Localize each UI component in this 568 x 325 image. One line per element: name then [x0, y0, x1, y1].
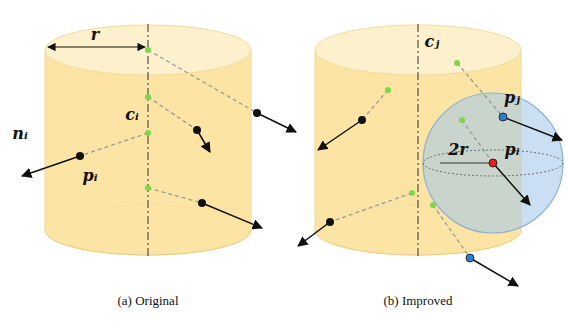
center-label: cⱼ	[425, 34, 440, 50]
subfigure-caption: (a) Original	[117, 294, 178, 307]
cylinder-b	[298, 24, 563, 286]
radius-label: r	[91, 27, 99, 43]
subfigure-caption: (b) Improved	[384, 294, 453, 307]
point-label: pᵢ	[504, 142, 519, 158]
point-label: pⱼ	[504, 90, 520, 106]
normal-label: nᵢ	[12, 126, 27, 142]
cylinder-a	[22, 24, 296, 258]
radius-label: 2r	[448, 142, 468, 158]
point-label: pᵢ	[82, 168, 97, 184]
center-label: cᵢ	[125, 107, 139, 123]
